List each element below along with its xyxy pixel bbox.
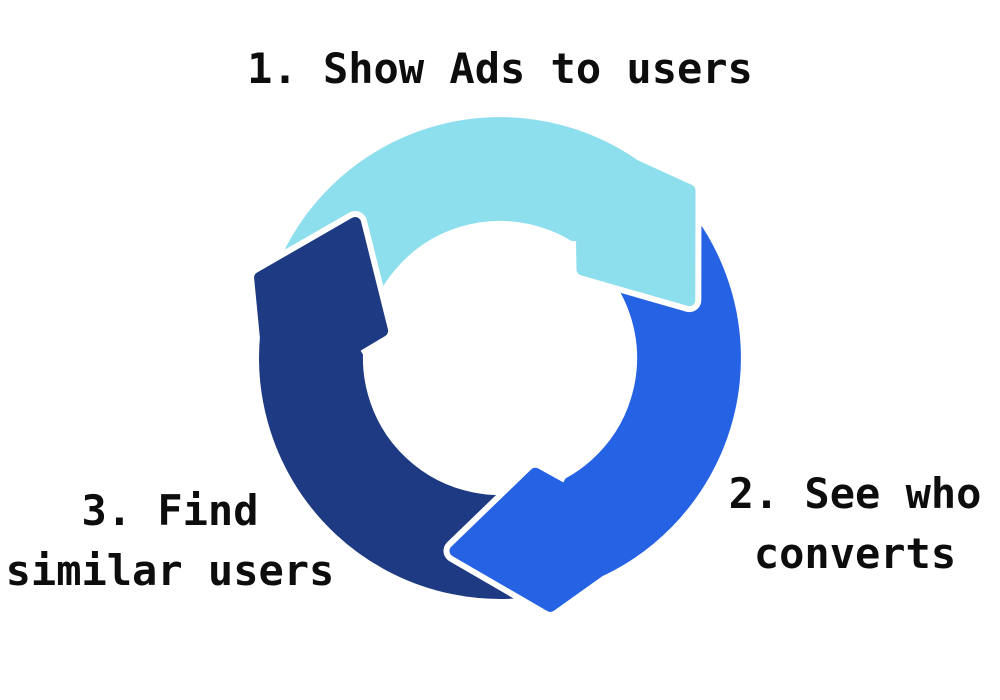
step-2-label: 2. See who converts xyxy=(728,469,982,578)
step-3-label: 3. Find similar users xyxy=(5,486,335,595)
step-1-label: 1. Show Ads to users xyxy=(247,44,753,93)
